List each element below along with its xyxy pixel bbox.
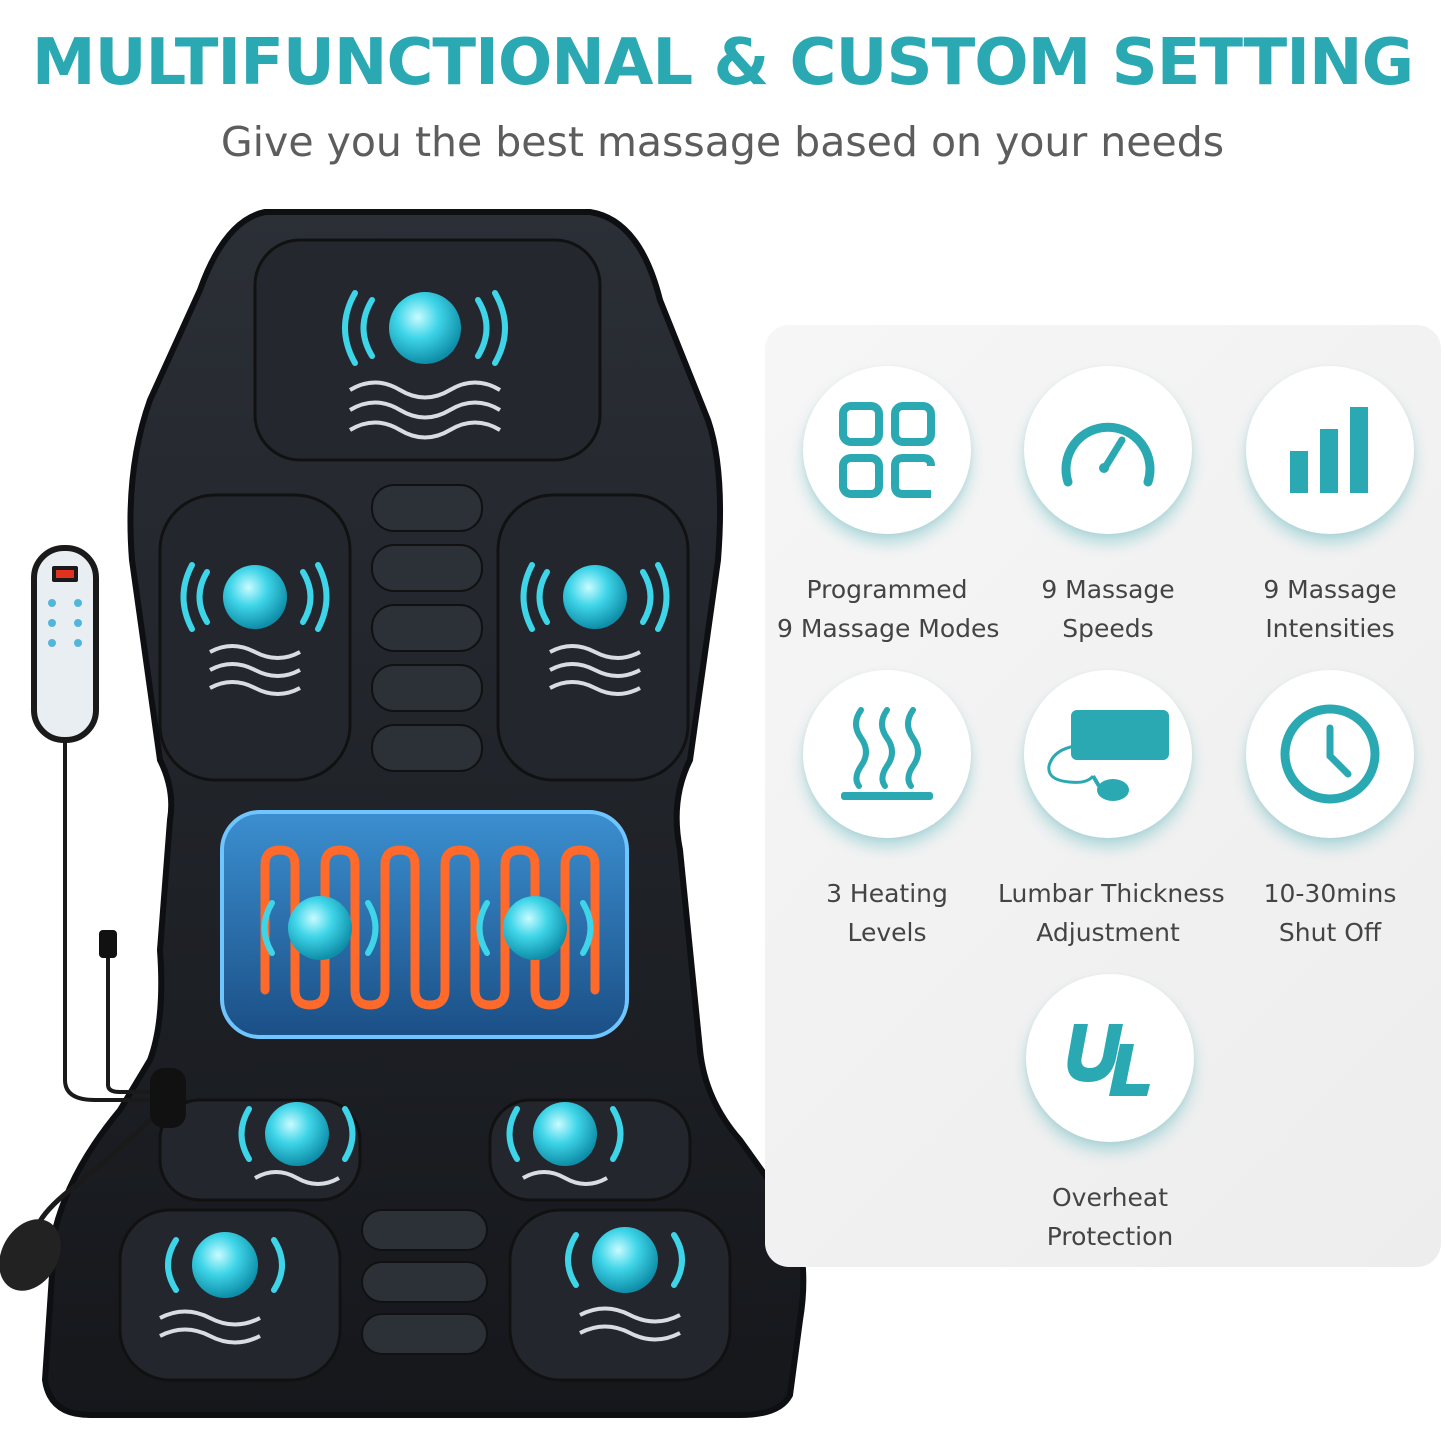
right-shoulder-pad [496,493,690,782]
page-subtitle: Give you the best massage based on your … [220,118,1225,166]
massage-node [520,562,670,696]
feature-massage-modes: Programmed 9 Massage Modes [777,366,1000,648]
feature-lumbar-adjustment: Lumbar Thickness Adjustment [998,670,1225,952]
heat-waves-icon [841,707,933,800]
massage-node [159,1232,285,1345]
feature-heating-levels: 3 Heating Levels [777,670,997,952]
grid-modes-icon [839,402,935,498]
left-shoulder-pad [158,493,352,782]
massage-node [261,896,379,960]
feature-label-line2: Protection [1046,1222,1174,1251]
clock-icon [1280,704,1380,804]
feature-label-line1: 3 Heating [826,879,948,908]
massage-node [342,290,508,440]
feature-overheat-protection: Overheat Protection [1000,974,1220,1256]
lumbar-pump-icon [1047,710,1169,801]
feature-label-line2: Shut Off [1278,918,1382,947]
feature-auto-shut-off: 10-30mins Shut Off [1220,670,1440,952]
feature-label-line2: Adjustment [1036,918,1180,947]
feature-label-line2: Intensities [1265,614,1395,643]
feature-label-line1: Overheat [1051,1183,1169,1212]
massage-nodes [159,290,685,1345]
page-title: MULTIFUNCTIONAL & CUSTOM SETTING [31,26,1414,100]
massage-node [565,1227,685,1342]
feature-label-line2: Speeds [1062,614,1154,643]
feature-label-line2: 9 Massage Modes [777,614,1000,643]
feature-label-line1: Programmed [806,575,968,604]
massage-node [506,1102,624,1186]
massage-node [180,562,330,696]
ul-logo-icon [1067,1024,1150,1096]
feature-label-line1: 9 Massage [1041,575,1175,604]
speedometer-icon [1061,422,1155,487]
heating-element [260,845,600,1010]
massage-cushion-illustration [0,209,807,1418]
feature-massage-intensities: 9 Massage Intensities [1220,366,1440,648]
feature-massage-speeds: 9 Massage Speeds [998,366,1218,648]
feature-label-line2: Levels [847,918,927,947]
remote-control [0,545,186,1291]
spine-ribs [361,484,488,1355]
left-thigh-pad [158,1098,362,1202]
bar-chart-icon [1290,407,1368,493]
massage-node [476,896,594,960]
feature-label-line1: 9 Massage [1263,575,1397,604]
massage-node [238,1102,356,1186]
feature-label-line1: 10-30mins [1263,879,1397,908]
feature-label-line1: Lumbar Thickness [998,879,1225,908]
